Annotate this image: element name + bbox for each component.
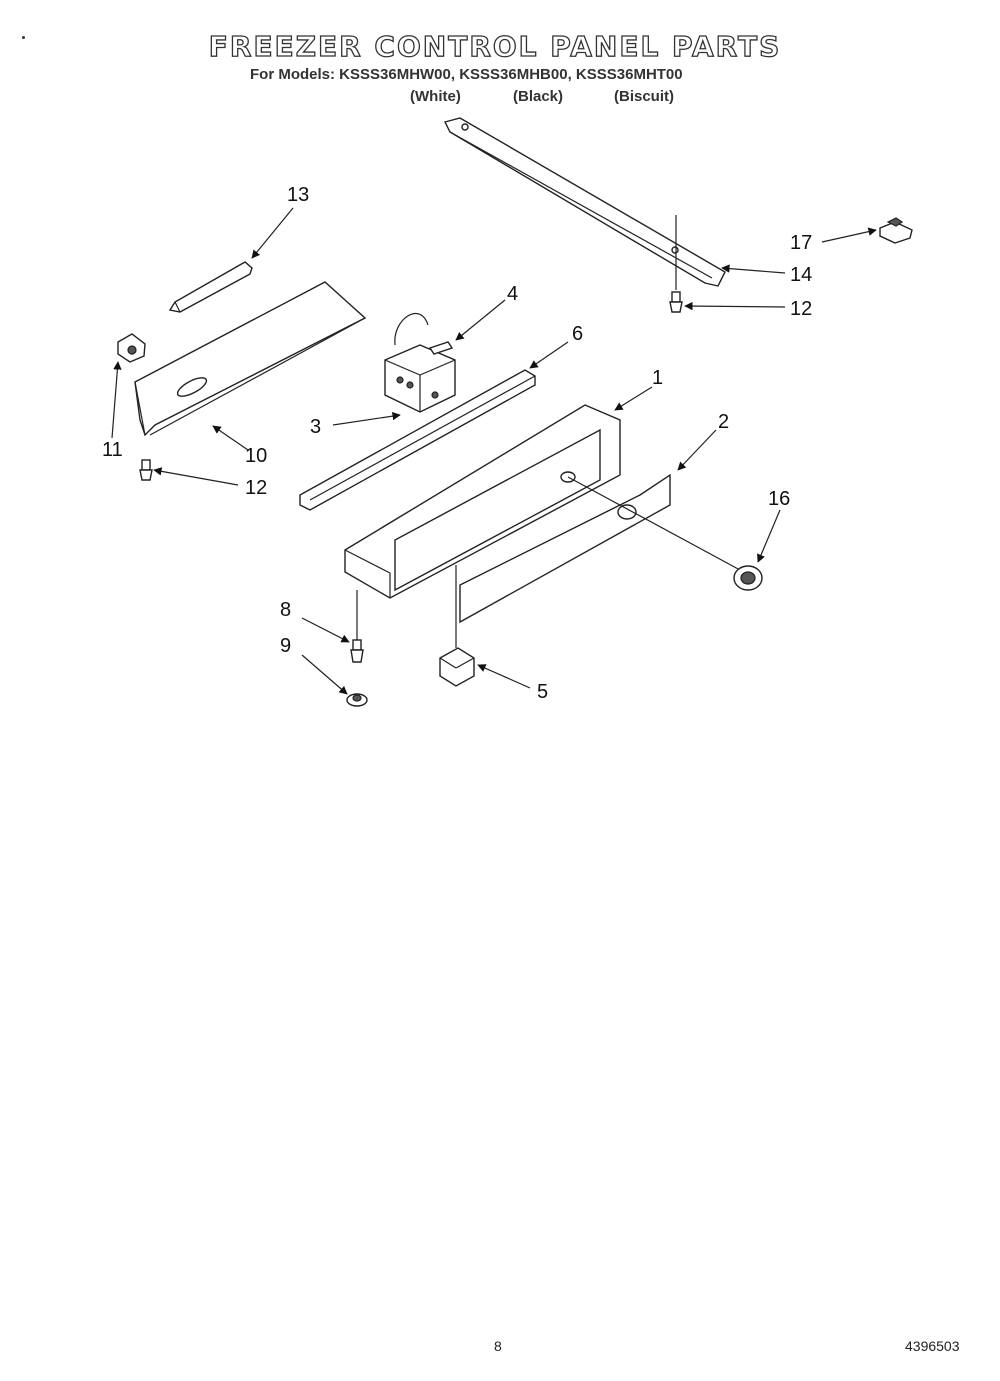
callout-9: 9	[280, 635, 291, 657]
callout-5: 5	[537, 681, 548, 703]
part-16-knob	[733, 565, 763, 591]
part-6-strip	[299, 369, 536, 511]
callout-16: 16	[768, 488, 790, 510]
callout-13: 13	[287, 184, 309, 206]
part-17-clip	[879, 217, 913, 244]
callout-11: 11	[102, 439, 123, 461]
callout-12-right: 12	[790, 298, 812, 320]
corner-mark	[22, 36, 25, 39]
callout-1: 1	[652, 367, 663, 389]
callout-14: 14	[790, 264, 812, 286]
part-2-overlay	[459, 473, 741, 624]
part-12-screw-left	[139, 459, 153, 481]
part-12-screw-right	[669, 291, 683, 313]
part-13-sensor-tube	[168, 261, 253, 313]
part-5-socket	[439, 565, 475, 687]
diagram-title: FREEZER CONTROL PANEL PARTS	[208, 29, 782, 63]
callout-labels: 1 2 3 4 5 6 8 9 10 11 12 12 13 14 16 17	[102, 184, 812, 703]
part-11-clip	[117, 333, 146, 363]
document-code: 4396503	[905, 1338, 960, 1354]
part-8-screw	[350, 590, 364, 663]
callout-17: 17	[790, 232, 812, 254]
callout-3: 3	[310, 416, 321, 438]
part-4-screw	[428, 341, 454, 355]
models-line: For Models: KSSS36MHW00, KSSS36MHB00, KS…	[250, 66, 683, 83]
leader-lines	[111, 207, 877, 695]
callout-4: 4	[507, 283, 518, 305]
part-1-panel	[344, 404, 621, 599]
callout-8: 8	[280, 599, 291, 621]
callout-12-left: 12	[245, 477, 267, 499]
variant-white: (White)	[410, 88, 461, 105]
page-number: 8	[494, 1338, 502, 1354]
part-9-washer	[346, 693, 368, 707]
variant-black: (Black)	[513, 88, 564, 105]
callout-10: 10	[245, 445, 267, 467]
part-10-bracket	[134, 281, 367, 437]
part-3-control	[384, 312, 456, 413]
part-14-rail	[443, 117, 726, 290]
callout-6: 6	[572, 323, 583, 345]
callout-2: 2	[718, 411, 729, 433]
variant-biscuit: (Biscuit)	[614, 88, 674, 105]
